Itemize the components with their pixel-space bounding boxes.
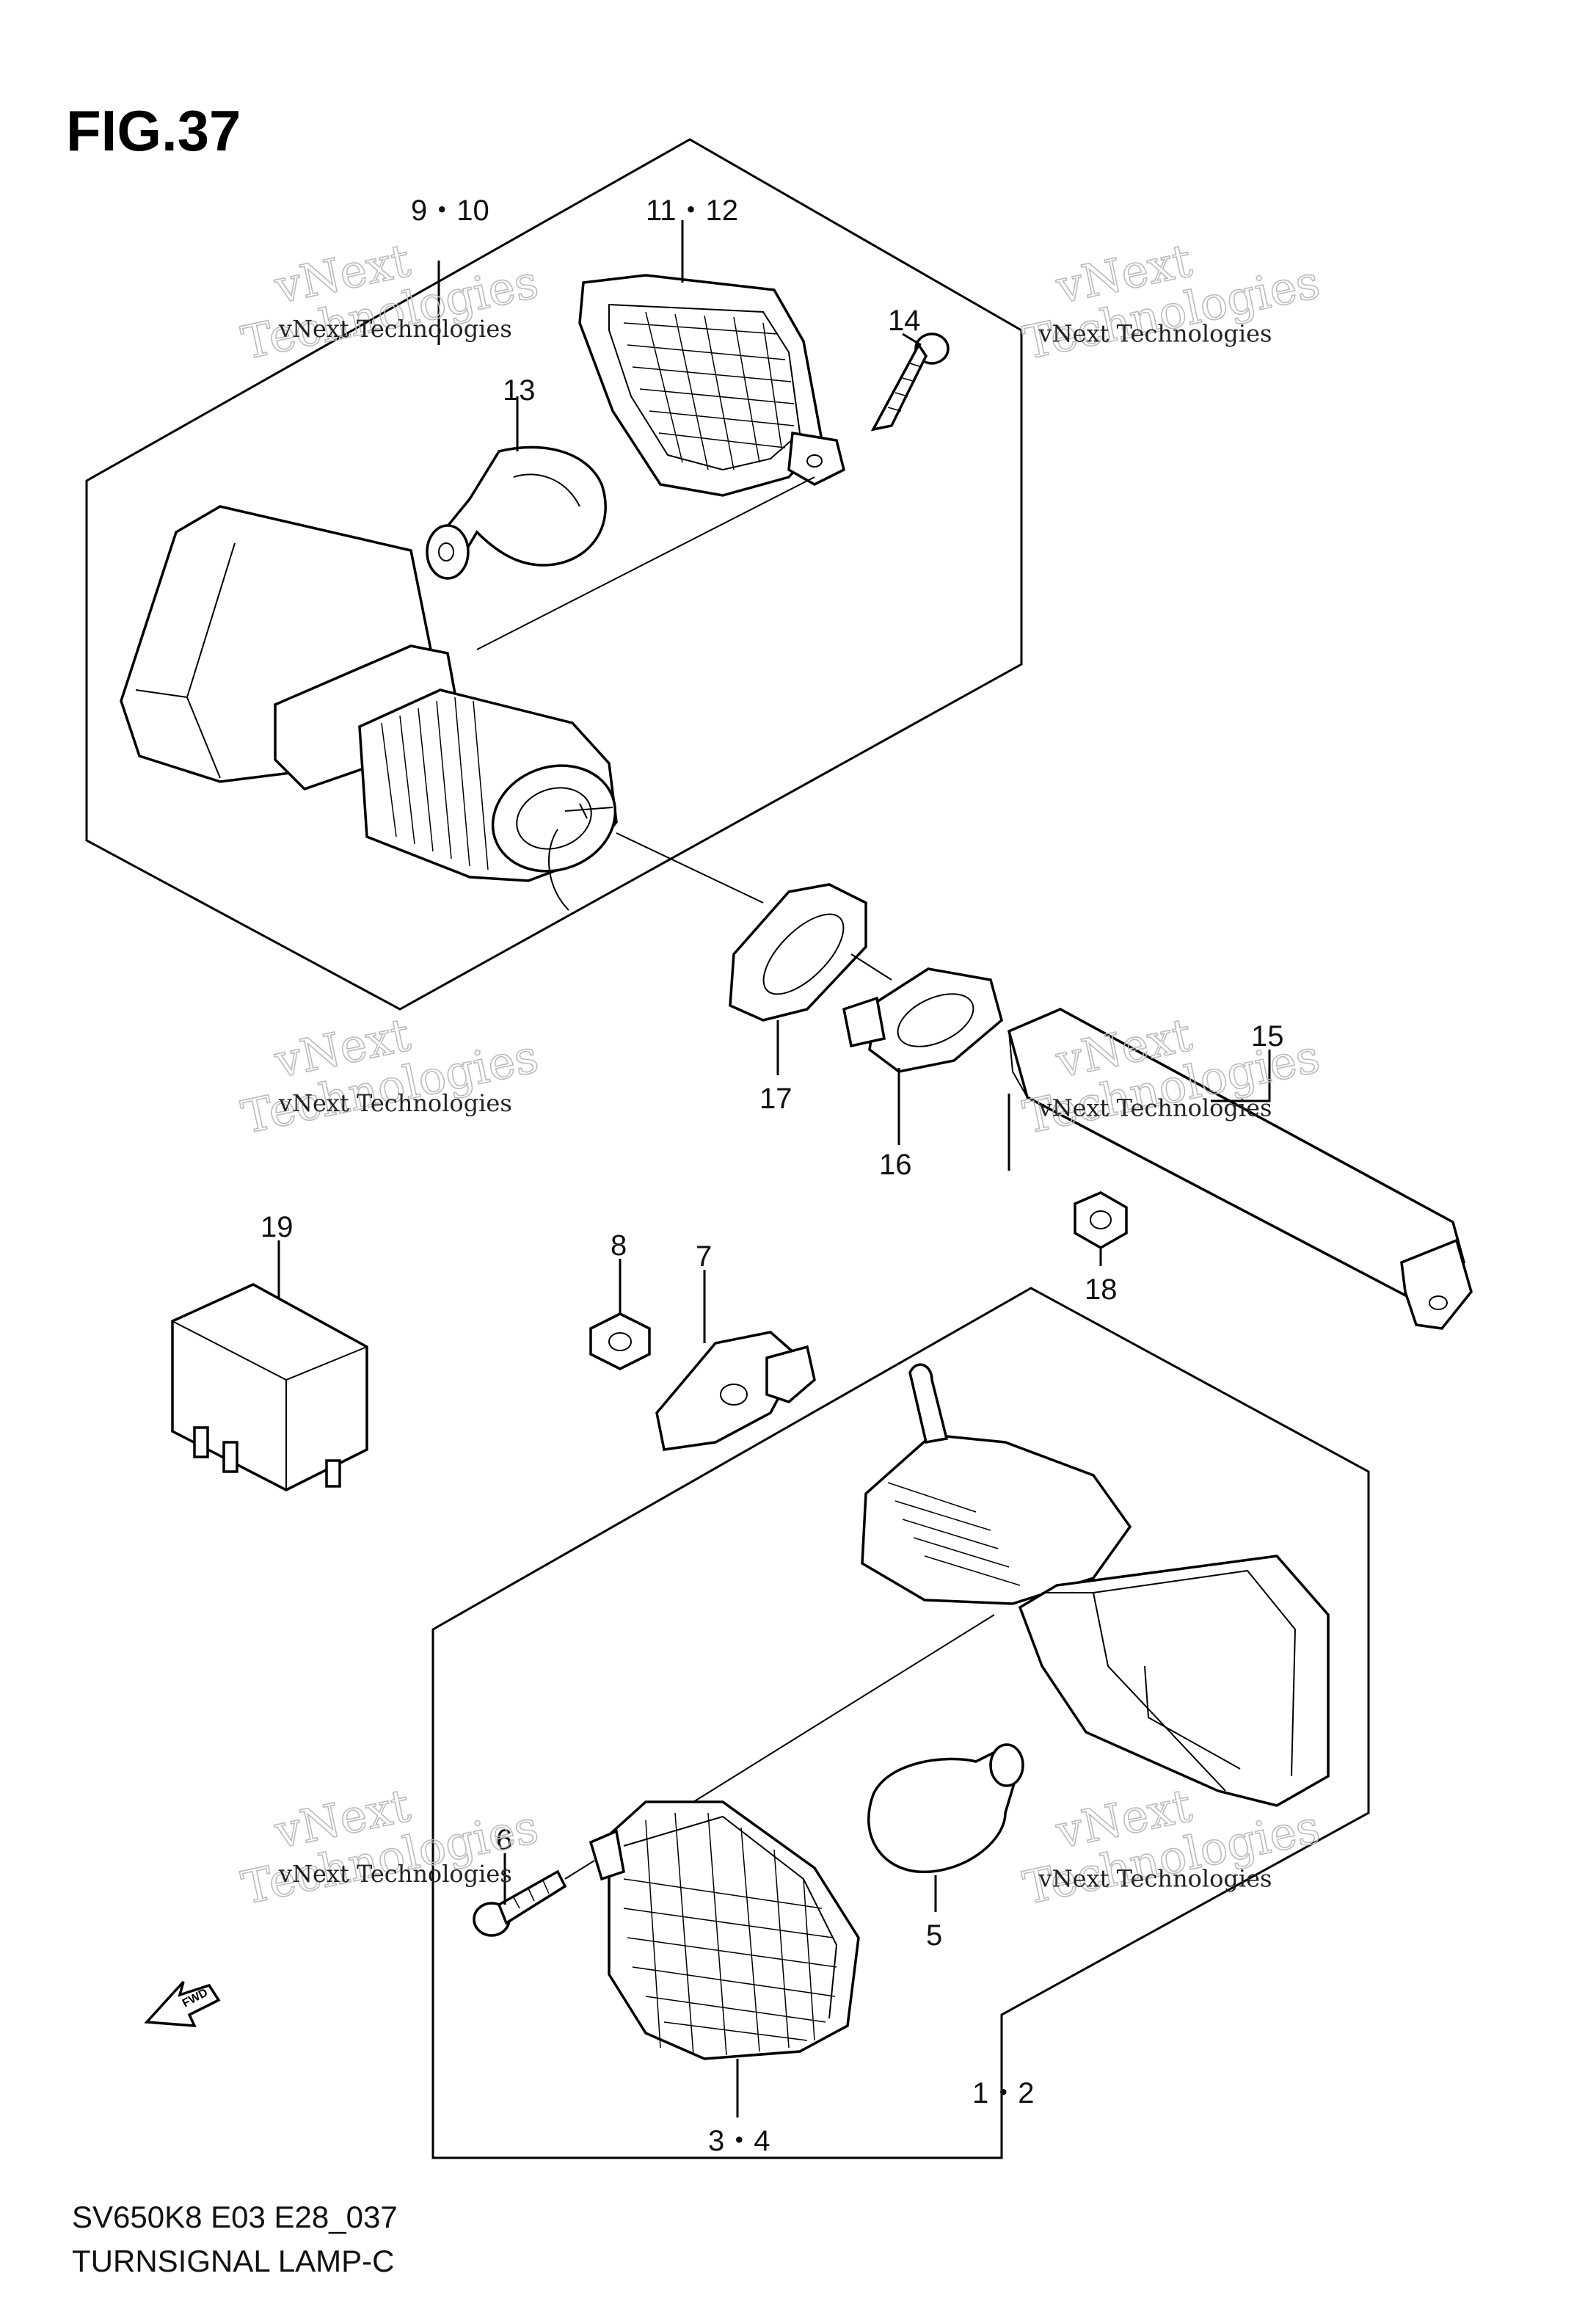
svg-text:vNext Technologies: vNext Technologies <box>278 315 512 343</box>
screw-6 <box>473 1869 567 1937</box>
callout-8: 8 <box>611 1229 627 1262</box>
watermark-1: vNext Technologies vNext Technologies <box>236 233 543 371</box>
callout-18: 18 <box>1085 1273 1118 1306</box>
callout-19: 19 <box>260 1211 294 1243</box>
svg-text:vNext Technologies: vNext Technologies <box>278 1089 512 1117</box>
callout-11-12: 11・12 <box>646 195 738 227</box>
callout-3-4: 3・4 <box>708 2125 770 2157</box>
callout-1-2: 1・2 <box>972 2077 1035 2109</box>
callout-6: 6 <box>496 1824 512 1856</box>
callout-17: 17 <box>759 1083 792 1115</box>
watermark-2: vNext Technologies vNext Technologies <box>1018 233 1324 371</box>
callout-15: 15 <box>1251 1020 1284 1053</box>
assembly-axis-grommet <box>616 832 764 904</box>
nut-8 <box>589 1312 651 1370</box>
lower-assembly-frame <box>431 1287 1370 2159</box>
callout-9-10: 9・10 <box>411 195 489 227</box>
washer-7 <box>655 1331 816 1451</box>
upper-assembly-frame <box>85 138 1023 1011</box>
bulb-13 <box>426 446 607 580</box>
callout-13: 13 <box>503 374 536 407</box>
lower-housing <box>861 1363 1330 1807</box>
model-code: SV650K8 E03 E28_037 <box>72 2200 398 2234</box>
callout-5: 5 <box>926 1919 942 1952</box>
leader-15 <box>1211 1050 1271 1102</box>
svg-text:vNext Technologies: vNext Technologies <box>1038 1864 1272 1892</box>
assembly-axis-16 <box>850 953 892 981</box>
assembly-axis-lower <box>693 1614 995 1803</box>
screw-14 <box>870 332 950 432</box>
callout-14: 14 <box>888 305 921 337</box>
grommet-17 <box>729 883 867 1022</box>
washer-16 <box>842 967 1003 1073</box>
lower-lens <box>589 1800 860 2060</box>
callout-7: 7 <box>696 1240 712 1273</box>
assembly-axis-screw <box>564 1860 595 1880</box>
upper-lens <box>578 274 846 497</box>
svg-text:vNext Technologies: vNext Technologies <box>1038 319 1272 347</box>
watermark-3: vNext Technologies vNext Technologies <box>236 1007 543 1145</box>
nut-18 <box>1074 1191 1128 1250</box>
leader-14 <box>902 332 922 346</box>
fwd-arrow-icon: FWD <box>144 1980 221 2027</box>
relay-19 <box>171 1283 368 1491</box>
upper-housing <box>120 505 618 911</box>
assembly-axis-upper <box>476 476 815 650</box>
bulb-5 <box>867 1743 1024 1874</box>
svg-text:vNext Technologies: vNext Technologies <box>1038 1094 1272 1122</box>
callout-16: 16 <box>879 1149 912 1181</box>
svg-text:vNext Technologies: vNext Technologies <box>278 1860 512 1888</box>
section-name: TURNSIGNAL LAMP-C <box>72 2244 395 2278</box>
bracket-15 <box>1007 1008 1473 1330</box>
figure-title: FIG.37 <box>66 98 241 163</box>
